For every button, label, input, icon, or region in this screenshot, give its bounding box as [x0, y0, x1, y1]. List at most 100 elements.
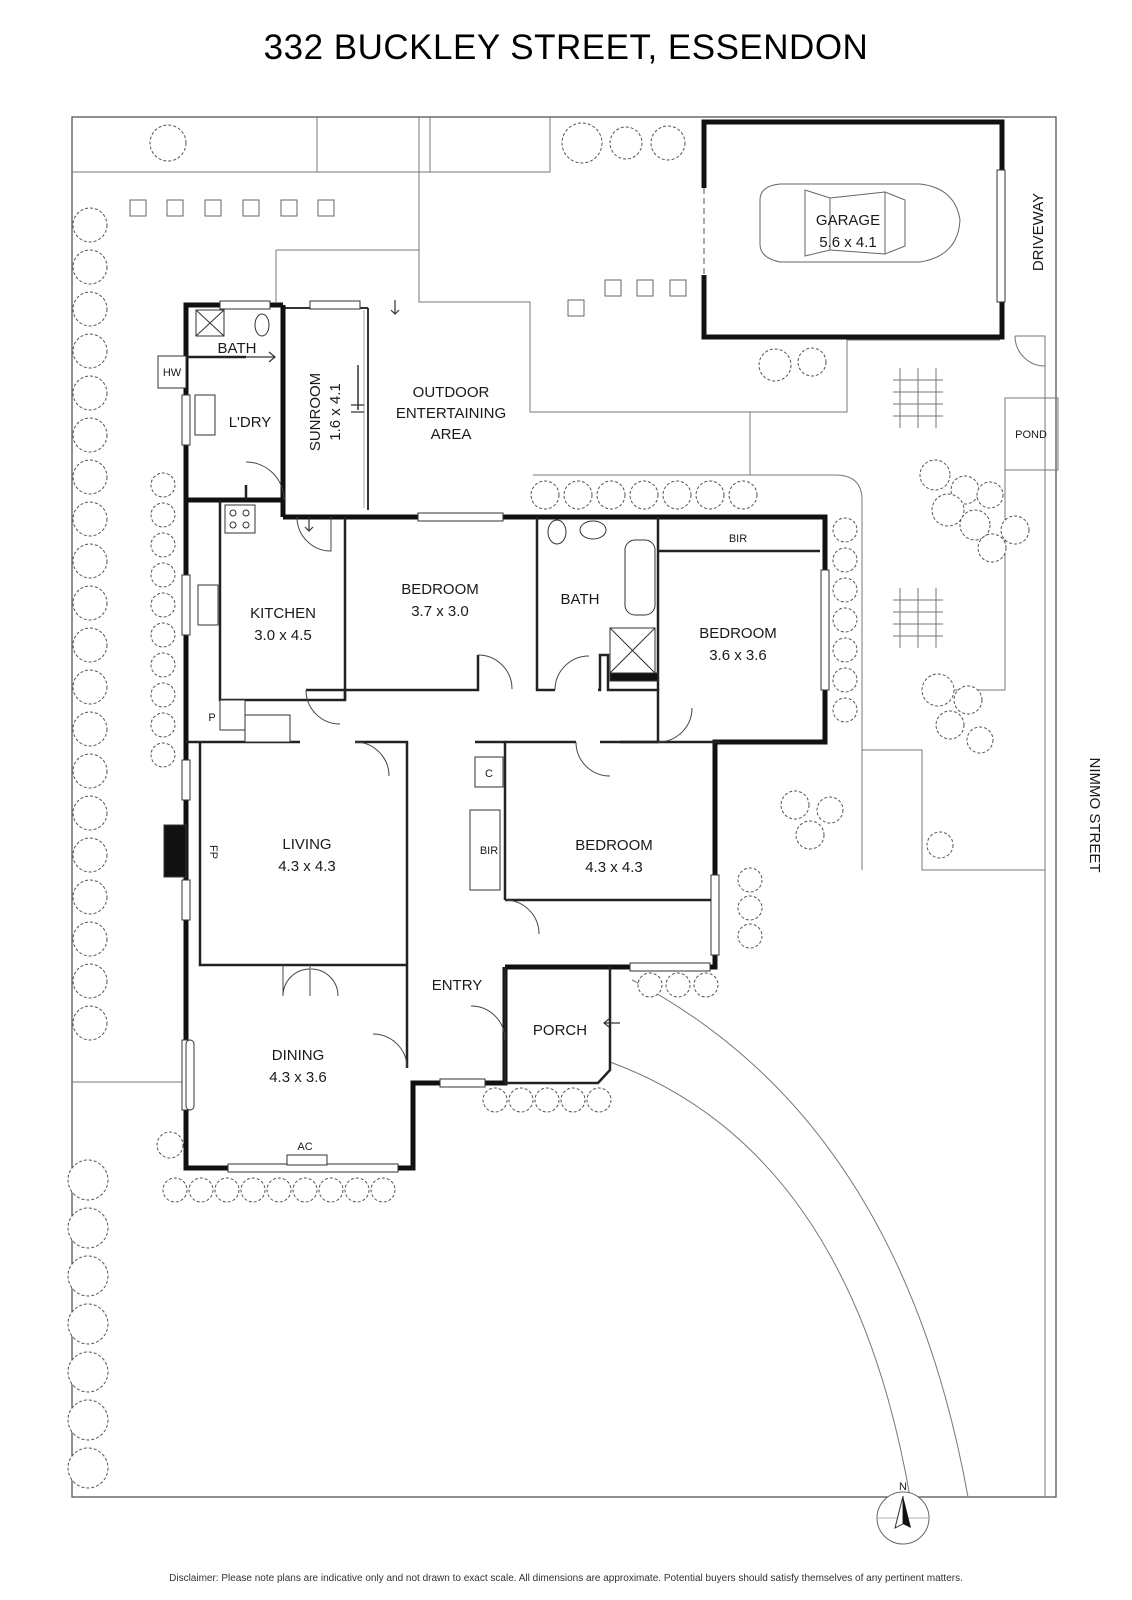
shrubs [67, 122, 1030, 1489]
shrub [530, 480, 560, 510]
outdoor-line3: AREA [431, 426, 472, 443]
north-compass-icon: N [876, 1481, 930, 1545]
garage [701, 119, 1006, 340]
shrub [150, 742, 176, 768]
shrub [72, 963, 108, 999]
brick-paving [893, 368, 943, 648]
car-icon [759, 183, 961, 263]
bath2-name: BATH [561, 591, 600, 608]
shrub [650, 125, 686, 161]
ac-label: AC [297, 1141, 312, 1153]
shrub [637, 972, 663, 998]
shrub [162, 1177, 188, 1203]
bedroom-a-name: BEDROOM [401, 581, 479, 598]
shrub [693, 972, 719, 998]
shrub [72, 795, 108, 831]
plan-title: 332 BUCKLEY STREET, ESSENDON [263, 28, 869, 67]
dining-dims: 4.3 x 3.6 [269, 1069, 327, 1086]
shrub [921, 673, 955, 707]
bir-side-label: BIR [480, 845, 498, 857]
shrub [665, 972, 691, 998]
shrub [832, 577, 858, 603]
shrub [150, 532, 176, 558]
shrub [72, 291, 108, 327]
sunroom-dims: 1.6 x 4.1 [327, 383, 344, 441]
shrub [832, 637, 858, 663]
shrub [344, 1177, 370, 1203]
shrub [72, 921, 108, 957]
shrub [72, 879, 108, 915]
shrub [67, 1303, 109, 1345]
shrub [935, 710, 965, 740]
shrub [72, 627, 108, 663]
shrub [72, 669, 108, 705]
bedroom-c-dims: 4.3 x 4.3 [585, 859, 643, 876]
shrub [832, 517, 858, 543]
shrub [67, 1159, 109, 1201]
shrub [150, 712, 176, 738]
shrub [919, 459, 951, 491]
shrub [508, 1087, 534, 1113]
shrub [150, 472, 176, 498]
shrub [780, 790, 810, 820]
shrub [534, 1087, 560, 1113]
living-name: LIVING [282, 836, 331, 853]
shrub [737, 923, 763, 949]
shrub [966, 726, 994, 754]
street-label: NIMMO STREET [1086, 758, 1103, 873]
sunroom-walls [283, 307, 369, 510]
shrub [561, 122, 603, 164]
shrub [728, 480, 758, 510]
shrub [662, 480, 692, 510]
laundry-name: L'DRY [229, 414, 272, 431]
shrub [67, 1399, 109, 1441]
cupboard-label: C [485, 768, 493, 780]
shrub [596, 480, 626, 510]
fixtures [163, 309, 659, 1166]
shrub [72, 585, 108, 621]
shrub [150, 622, 176, 648]
sunroom-name: SUNROOM [307, 373, 324, 451]
shrub [931, 493, 965, 527]
shrub [976, 481, 1004, 509]
shrub [797, 347, 827, 377]
shrub [72, 753, 108, 789]
shrub [832, 607, 858, 633]
shrub [953, 685, 983, 715]
kitchen-name: KITCHEN [250, 605, 316, 622]
bedroom-b-name: BEDROOM [699, 625, 777, 642]
paving-stones [129, 199, 687, 317]
shrub [67, 1351, 109, 1393]
driveway-label: DRIVEWAY [1030, 193, 1047, 271]
disclaimer: Disclaimer: Please note plans are indica… [169, 1573, 963, 1584]
shrub [816, 796, 844, 824]
shrub [560, 1087, 586, 1113]
room-labels: GARAGE 5.6 x 4.1 DRIVEWAY OUTDOOR ENTERT… [157, 193, 1103, 1153]
door-swings [245, 461, 693, 1069]
north-label: N [899, 1481, 907, 1493]
shrub [150, 652, 176, 678]
bedroom-a-dims: 3.7 x 3.0 [411, 603, 469, 620]
kitchen-dims: 3.0 x 4.5 [254, 627, 312, 644]
bedroom-b-dims: 3.6 x 3.6 [709, 647, 767, 664]
landscape-lines [72, 117, 1059, 1498]
dining-name: DINING [272, 1047, 325, 1064]
shrub [72, 459, 108, 495]
shrub [72, 375, 108, 411]
shrub [150, 502, 176, 528]
site-boundary [71, 116, 1057, 1498]
shrub [149, 124, 187, 162]
pantry-label: P [208, 712, 215, 724]
shrub [214, 1177, 240, 1203]
shrub [72, 249, 108, 285]
shrub [292, 1177, 318, 1203]
shrub [795, 820, 825, 850]
shrub [240, 1177, 266, 1203]
shrub [156, 1131, 184, 1159]
shrub [150, 592, 176, 618]
shrub [926, 831, 954, 859]
shrub [629, 480, 659, 510]
shrub [318, 1177, 344, 1203]
porch-name: PORCH [533, 1022, 587, 1039]
